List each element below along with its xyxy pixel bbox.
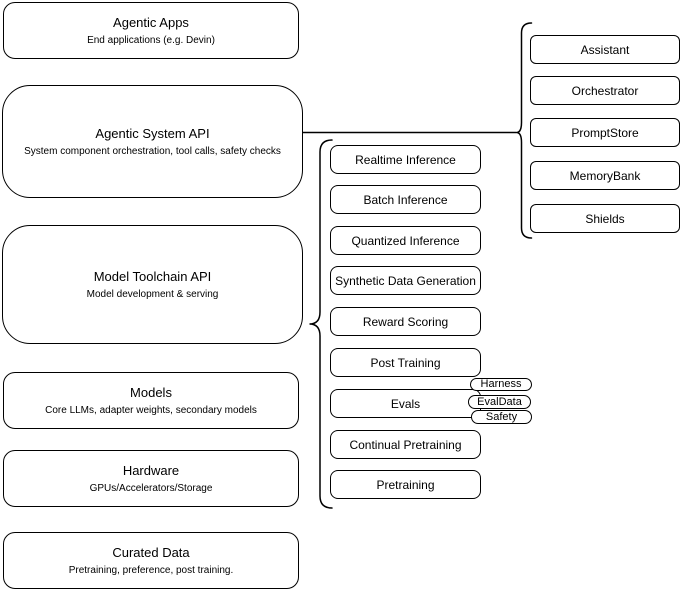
node-label: Realtime Inference: [355, 152, 456, 167]
tag-safety: Safety: [471, 410, 532, 424]
node-post-training: Post Training: [330, 348, 481, 377]
node-label: Post Training: [370, 355, 441, 370]
system-group-brace: [516, 22, 533, 239]
toolchain-group-brace: [309, 139, 333, 509]
node-promptstore: PromptStore: [530, 118, 680, 147]
node-subtitle: Model development & serving: [86, 288, 219, 300]
node-subtitle: GPUs/Accelerators/Storage: [89, 482, 213, 494]
node-agentic-apps: Agentic Apps End applications (e.g. Devi…: [3, 2, 299, 59]
tag-harness: Harness: [470, 378, 532, 391]
tag-label: EvalData: [477, 395, 522, 408]
node-title: Agentic Apps: [113, 14, 189, 30]
node-label: Quantized Inference: [351, 233, 460, 248]
node-subtitle: Core LLMs, adapter weights, secondary mo…: [45, 404, 257, 416]
node-label: Reward Scoring: [362, 314, 449, 329]
node-assistant: Assistant: [530, 35, 680, 64]
node-realtime-inference: Realtime Inference: [330, 145, 481, 174]
node-model-toolchain-api: Model Toolchain API Model development & …: [2, 225, 303, 344]
node-synthetic-data-generation: Synthetic Data Generation: [330, 266, 481, 295]
node-label: PromptStore: [571, 125, 639, 140]
node-agentic-system-api: Agentic System API System component orch…: [2, 85, 303, 198]
node-shields: Shields: [530, 204, 680, 233]
node-label: Evals: [390, 396, 421, 411]
node-batch-inference: Batch Inference: [330, 185, 481, 214]
node-curated-data: Curated Data Pretraining, preference, po…: [3, 532, 299, 589]
node-label: Synthetic Data Generation: [335, 273, 476, 288]
node-orchestrator: Orchestrator: [530, 76, 680, 105]
node-reward-scoring: Reward Scoring: [330, 307, 481, 336]
tag-label: Harness: [480, 378, 522, 390]
node-continual-pretraining: Continual Pretraining: [330, 430, 481, 459]
node-pretraining: Pretraining: [330, 470, 481, 499]
node-hardware: Hardware GPUs/Accelerators/Storage: [3, 450, 299, 507]
node-subtitle: System component orchestration, tool cal…: [24, 145, 281, 157]
node-title: Model Toolchain API: [93, 268, 212, 284]
node-label: Shields: [585, 211, 625, 226]
node-label: Assistant: [580, 42, 630, 57]
node-models: Models Core LLMs, adapter weights, secon…: [3, 372, 299, 429]
node-title: Models: [130, 384, 172, 400]
node-subtitle: End applications (e.g. Devin): [87, 34, 215, 46]
node-label: Continual Pretraining: [349, 437, 462, 452]
node-label: Pretraining: [376, 477, 435, 492]
node-evals: Evals: [330, 389, 481, 418]
node-subtitle: Pretraining, preference, post training.: [68, 564, 234, 576]
node-quantized-inference: Quantized Inference: [330, 226, 481, 255]
node-title: Hardware: [122, 462, 180, 478]
node-memorybank: MemoryBank: [530, 161, 680, 190]
node-title: Agentic System API: [95, 125, 210, 141]
node-label: Orchestrator: [571, 83, 639, 98]
node-title: Curated Data: [112, 544, 190, 560]
tag-evaldata: EvalData: [468, 395, 531, 409]
tag-label: Safety: [485, 410, 518, 423]
node-label: Batch Inference: [363, 192, 448, 207]
node-label: MemoryBank: [569, 168, 641, 183]
